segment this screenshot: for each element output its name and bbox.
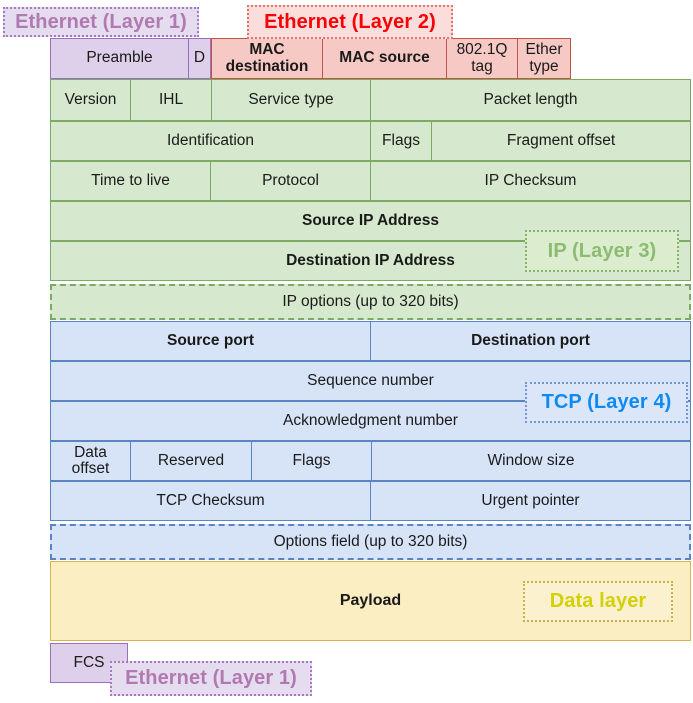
field-ihl: IHL <box>131 79 212 121</box>
field-destination-port: Destination port <box>371 321 691 361</box>
field-reserved: Reserved <box>131 441 252 481</box>
ip-row-source-address: Source IP Address <box>50 201 691 241</box>
field-urgent-pointer: Urgent pointer <box>371 481 691 521</box>
ethernet-header-row: Preamble D MAC destination MAC source 80… <box>50 38 571 79</box>
tag-ethernet-layer1-bottom: Ethernet (Layer 1) <box>110 661 312 696</box>
field-8021q-tag: 802.1Q tag <box>447 38 518 79</box>
field-source-port: Source port <box>50 321 371 361</box>
ip-row-identification: Identification Flags Fragment offset <box>50 121 691 161</box>
field-service-type: Service type <box>212 79 371 121</box>
field-data-offset: Data offset <box>50 441 131 481</box>
tag-ethernet-layer1-top: Ethernet (Layer 1) <box>3 7 199 37</box>
ip-row-ttl: Time to live Protocol IP Checksum <box>50 161 691 201</box>
field-identification: Identification <box>50 121 371 161</box>
field-protocol: Protocol <box>211 161 371 201</box>
tag-ip-layer3: IP (Layer 3) <box>525 230 679 272</box>
field-preamble: Preamble <box>50 38 189 79</box>
tag-ethernet-layer2: Ethernet (Layer 2) <box>247 5 453 39</box>
field-sfd: D <box>189 38 211 79</box>
field-ip-checksum: IP Checksum <box>371 161 691 201</box>
ip-row-version: Version IHL Service type Packet length <box>50 79 691 121</box>
tcp-row-offset-flags: Data offset Reserved Flags Window size <box>50 441 691 481</box>
field-ip-flags: Flags <box>371 121 432 161</box>
field-time-to-live: Time to live <box>50 161 211 201</box>
field-mac-destination: MAC destination <box>211 38 323 79</box>
field-source-ip-address: Source IP Address <box>50 201 691 241</box>
field-packet-length: Packet length <box>371 79 691 121</box>
field-tcp-options: Options field (up to 320 bits) <box>50 524 691 560</box>
ip-row-options: IP options (up to 320 bits) <box>50 284 691 320</box>
field-version: Version <box>50 79 131 121</box>
field-ip-options: IP options (up to 320 bits) <box>50 284 691 320</box>
field-tcp-checksum: TCP Checksum <box>50 481 371 521</box>
field-window-size: Window size <box>372 441 691 481</box>
tcp-row-options: Options field (up to 320 bits) <box>50 524 691 560</box>
field-tcp-flags: Flags <box>252 441 372 481</box>
tcp-row-ports: Source port Destination port <box>50 321 691 361</box>
field-ether-type: Ether type <box>518 38 571 79</box>
field-fragment-offset: Fragment offset <box>432 121 691 161</box>
field-mac-source: MAC source <box>323 38 447 79</box>
tcp-row-checksum: TCP Checksum Urgent pointer <box>50 481 691 521</box>
tag-data-layer: Data layer <box>523 581 673 622</box>
tag-tcp-layer4: TCP (Layer 4) <box>525 382 688 423</box>
